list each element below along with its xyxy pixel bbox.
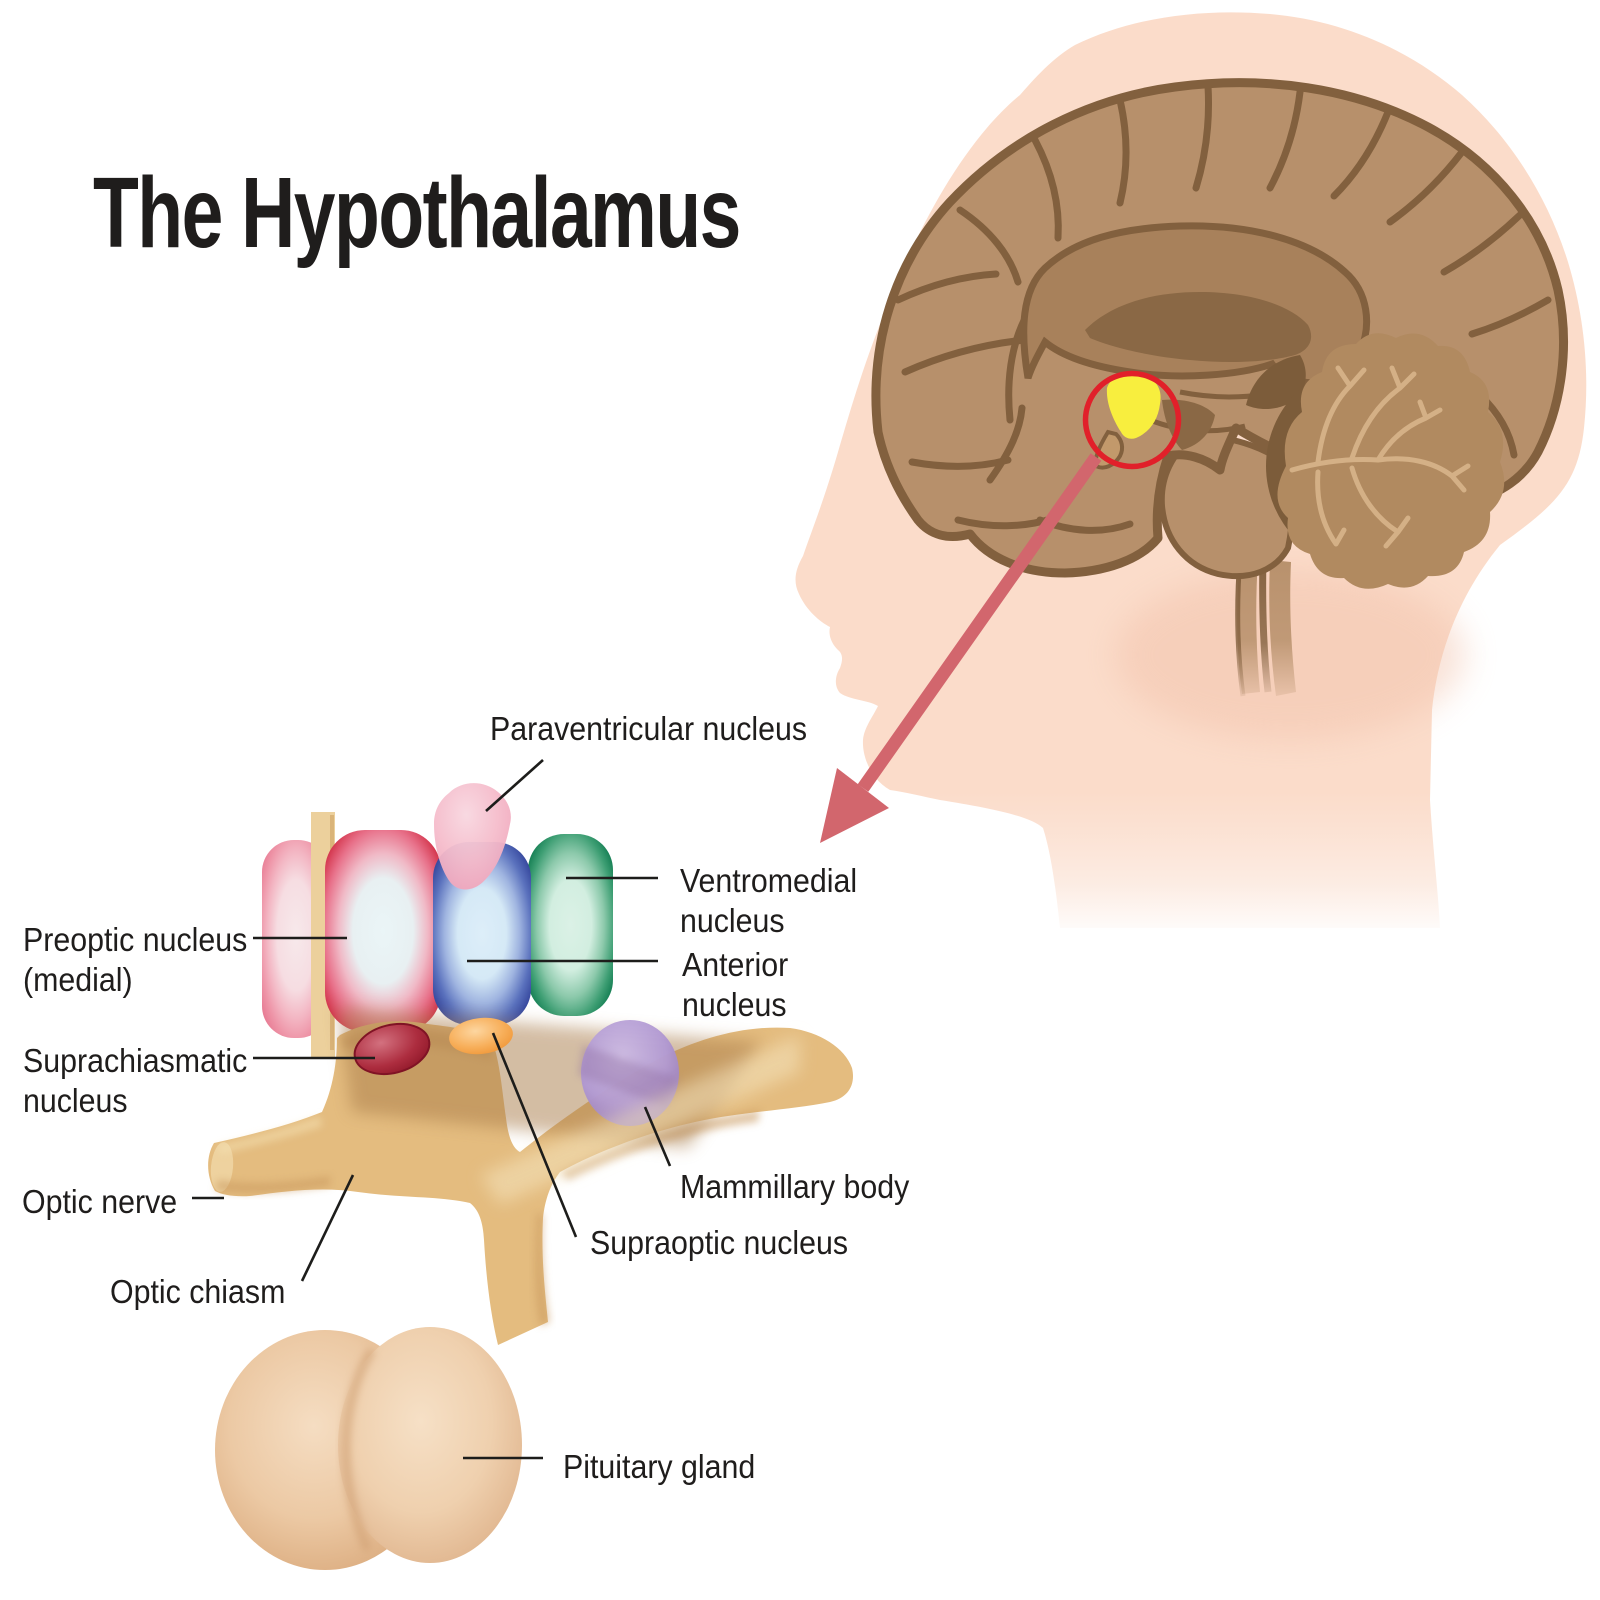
sulcus-line <box>1468 296 1552 338</box>
label-optic-nerve: Optic nerve <box>22 1183 177 1220</box>
highlight-ring <box>1082 370 1182 470</box>
hypothalamus-highlight <box>1106 373 1161 439</box>
label-ventromedial-line2: nucleus <box>680 902 785 939</box>
label-paraventricular: Paraventricular nucleus <box>490 710 807 747</box>
sulcus-line <box>956 206 1022 286</box>
preoptic-nucleus-shape <box>325 830 441 1032</box>
branch <box>1375 456 1471 493</box>
sulcus-line <box>1031 136 1062 242</box>
chiasm-highlight <box>216 1116 322 1154</box>
label-mammillary: Mammillary body <box>680 1168 909 1205</box>
brainstem <box>1235 555 1296 697</box>
arrow-head <box>820 768 889 843</box>
ventromedial-nucleus-shape <box>528 834 613 1016</box>
pituitary-anterior-lobe <box>338 1327 522 1563</box>
paraventricular-nucleus-shape <box>434 783 511 890</box>
label-anterior-line1: Anterior <box>682 946 789 983</box>
brain-sulci <box>894 82 1552 534</box>
leader-paraventricular <box>485 759 544 812</box>
label-pituitary: Pituitary gland <box>563 1448 755 1485</box>
branch <box>1289 457 1381 473</box>
sulcus-line <box>1330 108 1392 200</box>
branch <box>1315 469 1347 547</box>
sulcus-line <box>986 404 1026 484</box>
leader-optic-chiasm <box>300 1174 355 1282</box>
arrow-shaft <box>857 453 1102 792</box>
sulcus-line <box>1116 96 1130 207</box>
cerebellum <box>1266 333 1505 589</box>
leader-lines <box>192 759 672 1460</box>
leader-mammillary <box>643 1106 672 1167</box>
branch <box>1375 399 1443 463</box>
branch <box>1349 365 1417 461</box>
label-ventromedial-line1: Ventromedial <box>680 862 857 899</box>
pituitary-crease <box>341 1347 376 1552</box>
shade <box>560 1110 760 1180</box>
shade <box>535 1213 550 1326</box>
page-title: The Hypothalamus <box>93 156 740 268</box>
sulcus-line <box>1440 211 1524 276</box>
label-optic-chiasm: Optic chiasm <box>110 1273 285 1310</box>
branch <box>1315 365 1367 465</box>
leader-supraoptic <box>491 1032 578 1238</box>
medulla-strip <box>1269 560 1296 696</box>
head-inset <box>795 12 1587 929</box>
sulcus-line <box>894 270 1000 304</box>
label-preoptic-line1: Preoptic nucleus <box>23 921 247 958</box>
label-suprachiasmatic-line1: Suprachiasmatic <box>23 1042 247 1079</box>
branch <box>1349 465 1411 549</box>
mammillary-band-shade <box>578 1045 678 1108</box>
tract-highlight-band <box>480 1035 800 1205</box>
pituitary-gland-shape <box>215 1327 522 1570</box>
sulcus-line <box>1192 82 1212 192</box>
shade <box>215 1176 330 1193</box>
label-preoptic-line2: (medial) <box>23 961 133 998</box>
arbor-vitae-branches <box>1289 365 1471 549</box>
sulcus-line <box>1386 148 1466 226</box>
label-anterior-line2: nucleus <box>682 986 787 1023</box>
optic-nerve-cap <box>210 1142 234 1192</box>
sulcus-line <box>1266 88 1304 192</box>
pointer-arrow <box>820 453 1102 843</box>
lateral-ventricle <box>1085 292 1312 363</box>
label-suprachiasmatic-line2: nucleus <box>23 1082 128 1119</box>
label-supraoptic: Supraoptic nucleus <box>590 1224 848 1261</box>
pineal-dark-wedge <box>1246 355 1306 410</box>
medulla-strip <box>1237 556 1260 694</box>
